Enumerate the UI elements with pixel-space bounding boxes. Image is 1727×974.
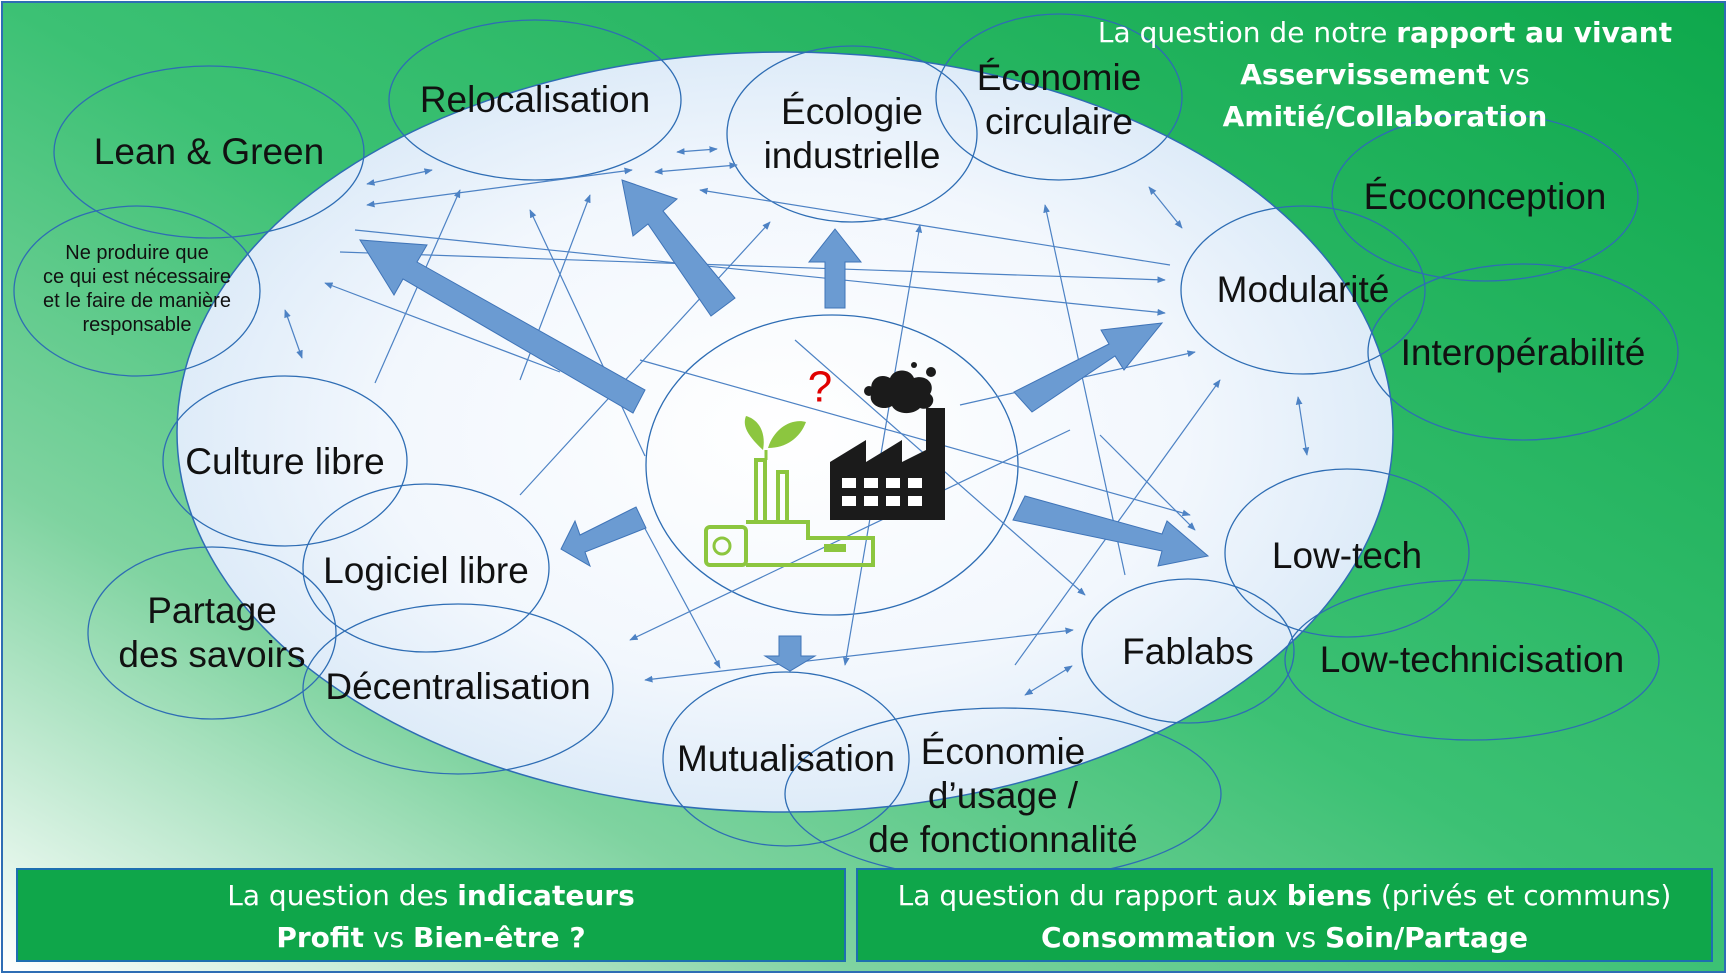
concept-eco-usage-line3: de fonctionnalité — [868, 819, 1138, 860]
bottom-left-bold3: Bien-être ? — [413, 921, 586, 954]
concept-decentralisation: Décentralisation — [325, 666, 591, 707]
concept-ne-produire: Ne produire que ce qui est nécessaire et… — [43, 241, 231, 337]
arrow-to-relocalisation — [621, 179, 736, 317]
question-mark-icon: ? — [807, 362, 833, 412]
ellipse-logiciel-libre — [302, 483, 550, 653]
ellipse-ecoconception — [1331, 112, 1639, 282]
top-question-text2: vs — [1489, 58, 1530, 91]
concept-ecoconception: Écoconception — [1363, 176, 1607, 217]
concept-eco-usage-line2: d’usage / — [927, 775, 1079, 816]
bottom-right-bold1: biens — [1286, 879, 1372, 912]
concept-relocalisation: Relocalisation — [419, 79, 651, 120]
concept-low-tech: Low-tech — [1271, 535, 1423, 576]
ellipse-low-tech — [1224, 468, 1470, 638]
top-question: La question de notre rapport au vivant A… — [1075, 12, 1695, 138]
concept-economie-usage: Économie d’usage / de fonctionnalité — [868, 730, 1137, 862]
arrow-to-modularite — [1013, 322, 1164, 413]
ellipse-partage-savoirs — [87, 546, 337, 720]
bottom-right-line2: Consommation vs Soin/Partage — [858, 917, 1711, 959]
concept-modularite: Modularité — [1216, 269, 1390, 310]
arrow-to-mutualisation — [763, 635, 817, 672]
bottom-left-bold1: indicateurs — [457, 879, 635, 912]
bottom-right-bold3: Soin/Partage — [1325, 921, 1528, 954]
concept-mutualisation: Mutualisation — [676, 738, 896, 779]
concept-ecologie-line2: industrielle — [763, 135, 941, 176]
concept-ne-produire-line1: Ne produire que — [65, 242, 209, 264]
concept-lean-green: Lean & Green — [93, 131, 325, 172]
arrow-to-lean-green — [359, 239, 646, 414]
ellipse-lean-green — [53, 65, 365, 239]
concept-eco-circ-line2: circulaire — [984, 101, 1134, 142]
bottom-right-text2: (privés et communs) — [1371, 879, 1672, 912]
ellipse-ecologie-industrielle — [726, 45, 978, 223]
bottom-right-bold2: Consommation — [1041, 921, 1277, 954]
top-question-line2: Asservissement vs — [1075, 54, 1695, 96]
bottom-left-text2: vs — [364, 921, 414, 954]
connection-arrows — [284, 146, 1310, 696]
concept-ne-produire-line3: et le faire de manière — [43, 290, 231, 312]
bottom-left-line2: Profit vs Bien-être ? — [18, 917, 844, 959]
top-question-text1: La question de notre — [1097, 16, 1397, 49]
top-question-line3: Amitié/Collaboration — [1075, 96, 1695, 138]
concept-interoperabilite: Interopérabilité — [1400, 332, 1646, 373]
ellipse-fablabs — [1081, 578, 1295, 724]
bottom-left-line1: La question des indicateurs — [18, 875, 844, 917]
concept-fablabs: Fablabs — [1122, 631, 1254, 672]
green-plant-icon — [704, 416, 875, 567]
concept-low-technicisation: Low-technicisation — [1319, 639, 1625, 680]
ellipse-interoperabilite — [1367, 263, 1679, 441]
ellipse-center — [645, 314, 1019, 616]
concept-partage-savoirs: Partage des savoirs — [118, 589, 305, 677]
bottom-right-text1: La question du rapport aux — [897, 879, 1287, 912]
block-arrows — [359, 179, 1210, 672]
concept-ne-produire-line2: ce qui est nécessaire — [43, 266, 231, 288]
concept-partage-line2: des savoirs — [118, 634, 306, 675]
ellipse-low-technicisation — [1284, 579, 1660, 741]
ellipse-economie-circulaire — [935, 13, 1183, 181]
concept-eco-circ-line1: Économie — [976, 57, 1142, 98]
top-question-line1: La question de notre rapport au vivant — [1075, 12, 1695, 54]
concept-ne-produire-line4: responsable — [82, 314, 192, 336]
concept-logiciel-libre: Logiciel libre — [323, 550, 529, 591]
bottom-right-text3: vs — [1276, 921, 1326, 954]
bottom-right-line1: La question du rapport aux biens (privés… — [858, 875, 1711, 917]
bottom-left-text1: La question des — [227, 879, 458, 912]
top-question-bold2: Asservissement — [1240, 58, 1490, 91]
top-question-bold1: rapport au vivant — [1396, 16, 1673, 49]
concept-ecologie-industrielle: Écologie industrielle — [764, 90, 941, 178]
concept-economie-circulaire: Économie circulaire — [977, 56, 1142, 144]
ellipse-modularite — [1180, 205, 1426, 375]
bottom-left-bold2: Profit — [276, 921, 365, 954]
concept-partage-line1: Partage — [147, 590, 277, 631]
ellipse-culture-libre — [162, 375, 408, 547]
arrow-to-low-tech — [1012, 495, 1210, 567]
factory-icon — [830, 362, 945, 520]
bottom-right-box: La question du rapport aux biens (privés… — [856, 868, 1713, 962]
ellipse-ne-produire — [13, 205, 261, 377]
arrow-to-logiciel-libre — [560, 506, 647, 568]
concept-culture-libre: Culture libre — [185, 441, 385, 482]
top-question-bold3: Amitié/Collaboration — [1222, 100, 1548, 133]
concept-ecologie-line1: Écologie — [781, 91, 923, 132]
ellipse-decentralisation — [302, 603, 614, 775]
concept-eco-usage-line1: Économie — [920, 731, 1086, 772]
bottom-left-box: La question des indicateurs Profit vs Bi… — [16, 868, 846, 962]
arrow-up-to-ecologie — [807, 228, 863, 309]
